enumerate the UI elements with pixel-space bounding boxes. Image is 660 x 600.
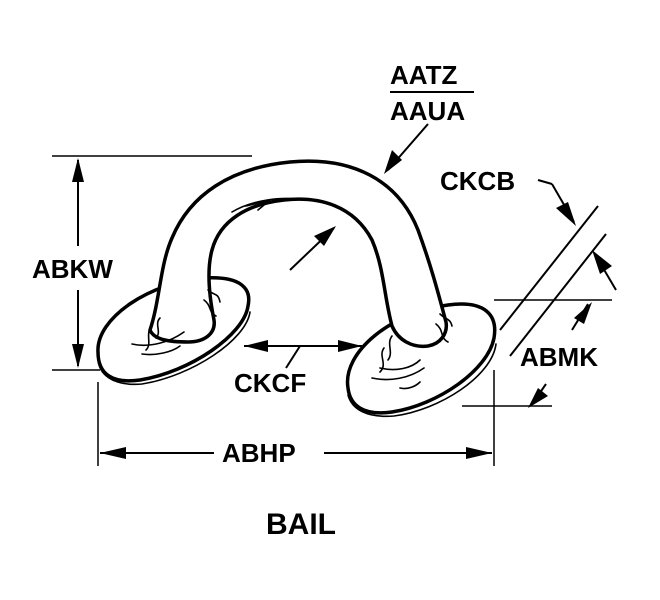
ckcf-leader	[285, 345, 301, 369]
dimension-labels: AATZ AAUA CKCB ABKW ABMK CKCF ABHP BAIL	[32, 60, 598, 541]
aatz-arrow	[384, 150, 402, 174]
right-foot-plate-edge	[347, 343, 497, 418]
right-weld-detail	[379, 313, 453, 373]
label-aaua: AAUA	[390, 96, 465, 126]
rod-diameter-arrow	[314, 226, 336, 246]
bail-arch	[148, 159, 449, 349]
abhp-arrow-right	[466, 447, 492, 459]
arch-inner-detail-2	[245, 199, 271, 211]
left-weld-detail	[145, 289, 221, 351]
right-foot-surface-detail	[371, 359, 425, 390]
label-abmk: ABMK	[520, 342, 598, 372]
ckcb-extension-1	[499, 205, 599, 331]
ckcf-arrow-right	[338, 340, 362, 352]
ckcb-extension-2	[509, 233, 607, 357]
ckcb-leader-short	[537, 179, 553, 185]
abkw-arrow-up	[72, 158, 84, 182]
label-ckcb: CKCB	[440, 166, 515, 196]
left-foot-surface-detail	[131, 331, 185, 356]
abmk-arrow-top	[574, 302, 592, 324]
left-foot-plate-edge	[97, 311, 251, 386]
diagram-title: BAIL	[266, 508, 336, 541]
dimension-lines	[52, 123, 617, 466]
label-abkw: ABKW	[32, 254, 113, 284]
label-abhp: ABHP	[222, 438, 296, 468]
abhp-arrow-left	[100, 447, 126, 459]
label-ckcf: CKCF	[234, 368, 306, 398]
right-foot-plate	[345, 302, 497, 415]
bail-part-drawing	[96, 159, 497, 418]
abmk-arrow-bottom	[528, 388, 548, 408]
ckcb-arrow-bottom	[592, 250, 612, 274]
ckcf-arrow-left	[244, 340, 268, 352]
label-aatz: AATZ	[390, 60, 458, 90]
ckcb-arrow-top	[556, 202, 576, 226]
abkw-arrow-down	[72, 344, 84, 368]
